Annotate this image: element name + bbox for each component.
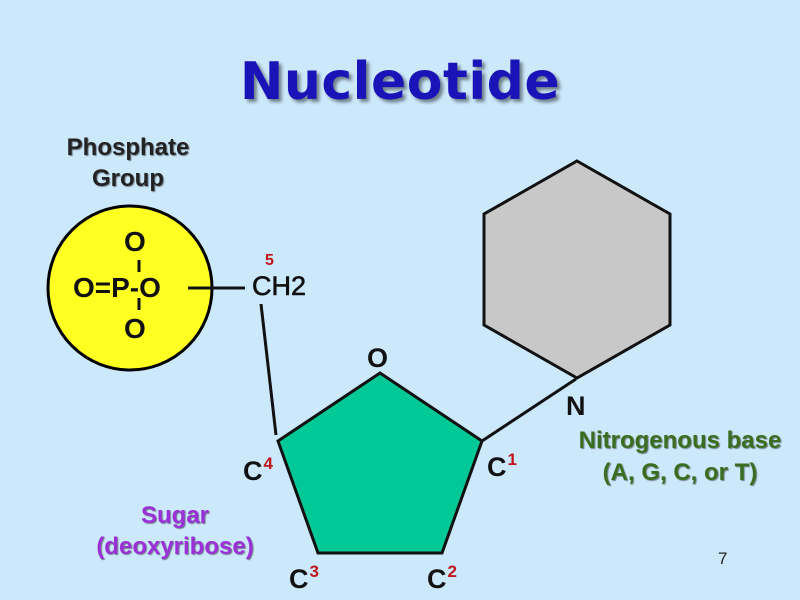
carbon-4-label: C4 xyxy=(243,454,273,487)
carbon-3-label: C3 xyxy=(289,562,319,595)
sugar-label-line2: (deoxyribose) xyxy=(96,533,254,560)
c1-n-bond xyxy=(481,377,577,443)
phosphate-bottom-oxygen: O xyxy=(124,313,146,344)
carbon-1-letter: C xyxy=(487,452,507,482)
carbon-4-number: 4 xyxy=(263,454,273,473)
ring-oxygen: O xyxy=(367,343,389,373)
phosphate-top-oxygen: O xyxy=(124,226,146,257)
carbon-3-number: 3 xyxy=(309,562,319,581)
base-label-line2: (A, G, C, or T) xyxy=(602,459,758,486)
phosphate-label-line1: Phosphate xyxy=(66,134,190,161)
carbon-2-label: C2 xyxy=(427,562,457,595)
phosphate-formula: O=P-O xyxy=(73,272,161,303)
page-title: Nucleotide xyxy=(239,52,561,112)
phosphate-label-line2: Group xyxy=(92,165,164,192)
carbon-5-number: 5 xyxy=(265,252,274,269)
carbon-2-letter: C xyxy=(427,564,447,594)
sugar-label-line1: Sugar xyxy=(140,502,209,529)
phosphate-group-label: Phosphate Group xyxy=(48,132,208,194)
nitrogen-label: N xyxy=(566,391,586,421)
carbon-1-number: 1 xyxy=(507,450,517,469)
sugar-pentagon xyxy=(276,371,484,555)
base-label-line1: Nitrogenous base xyxy=(578,427,782,454)
nitrogenous-base-label: Nitrogenous base (A, G, C, or T) xyxy=(560,425,800,489)
sugar-label: Sugar (deoxyribose) xyxy=(70,500,280,562)
base-hexagon xyxy=(482,159,672,380)
ch2-label: CH2 xyxy=(252,271,307,302)
ch2-c4-bond xyxy=(259,303,278,436)
carbon-1-label: C1 xyxy=(487,450,517,483)
carbon-4-letter: C xyxy=(243,456,263,486)
slide-number: 7 xyxy=(718,549,728,568)
carbon-2-number: 2 xyxy=(447,562,457,581)
carbon-3-letter: C xyxy=(289,564,309,594)
